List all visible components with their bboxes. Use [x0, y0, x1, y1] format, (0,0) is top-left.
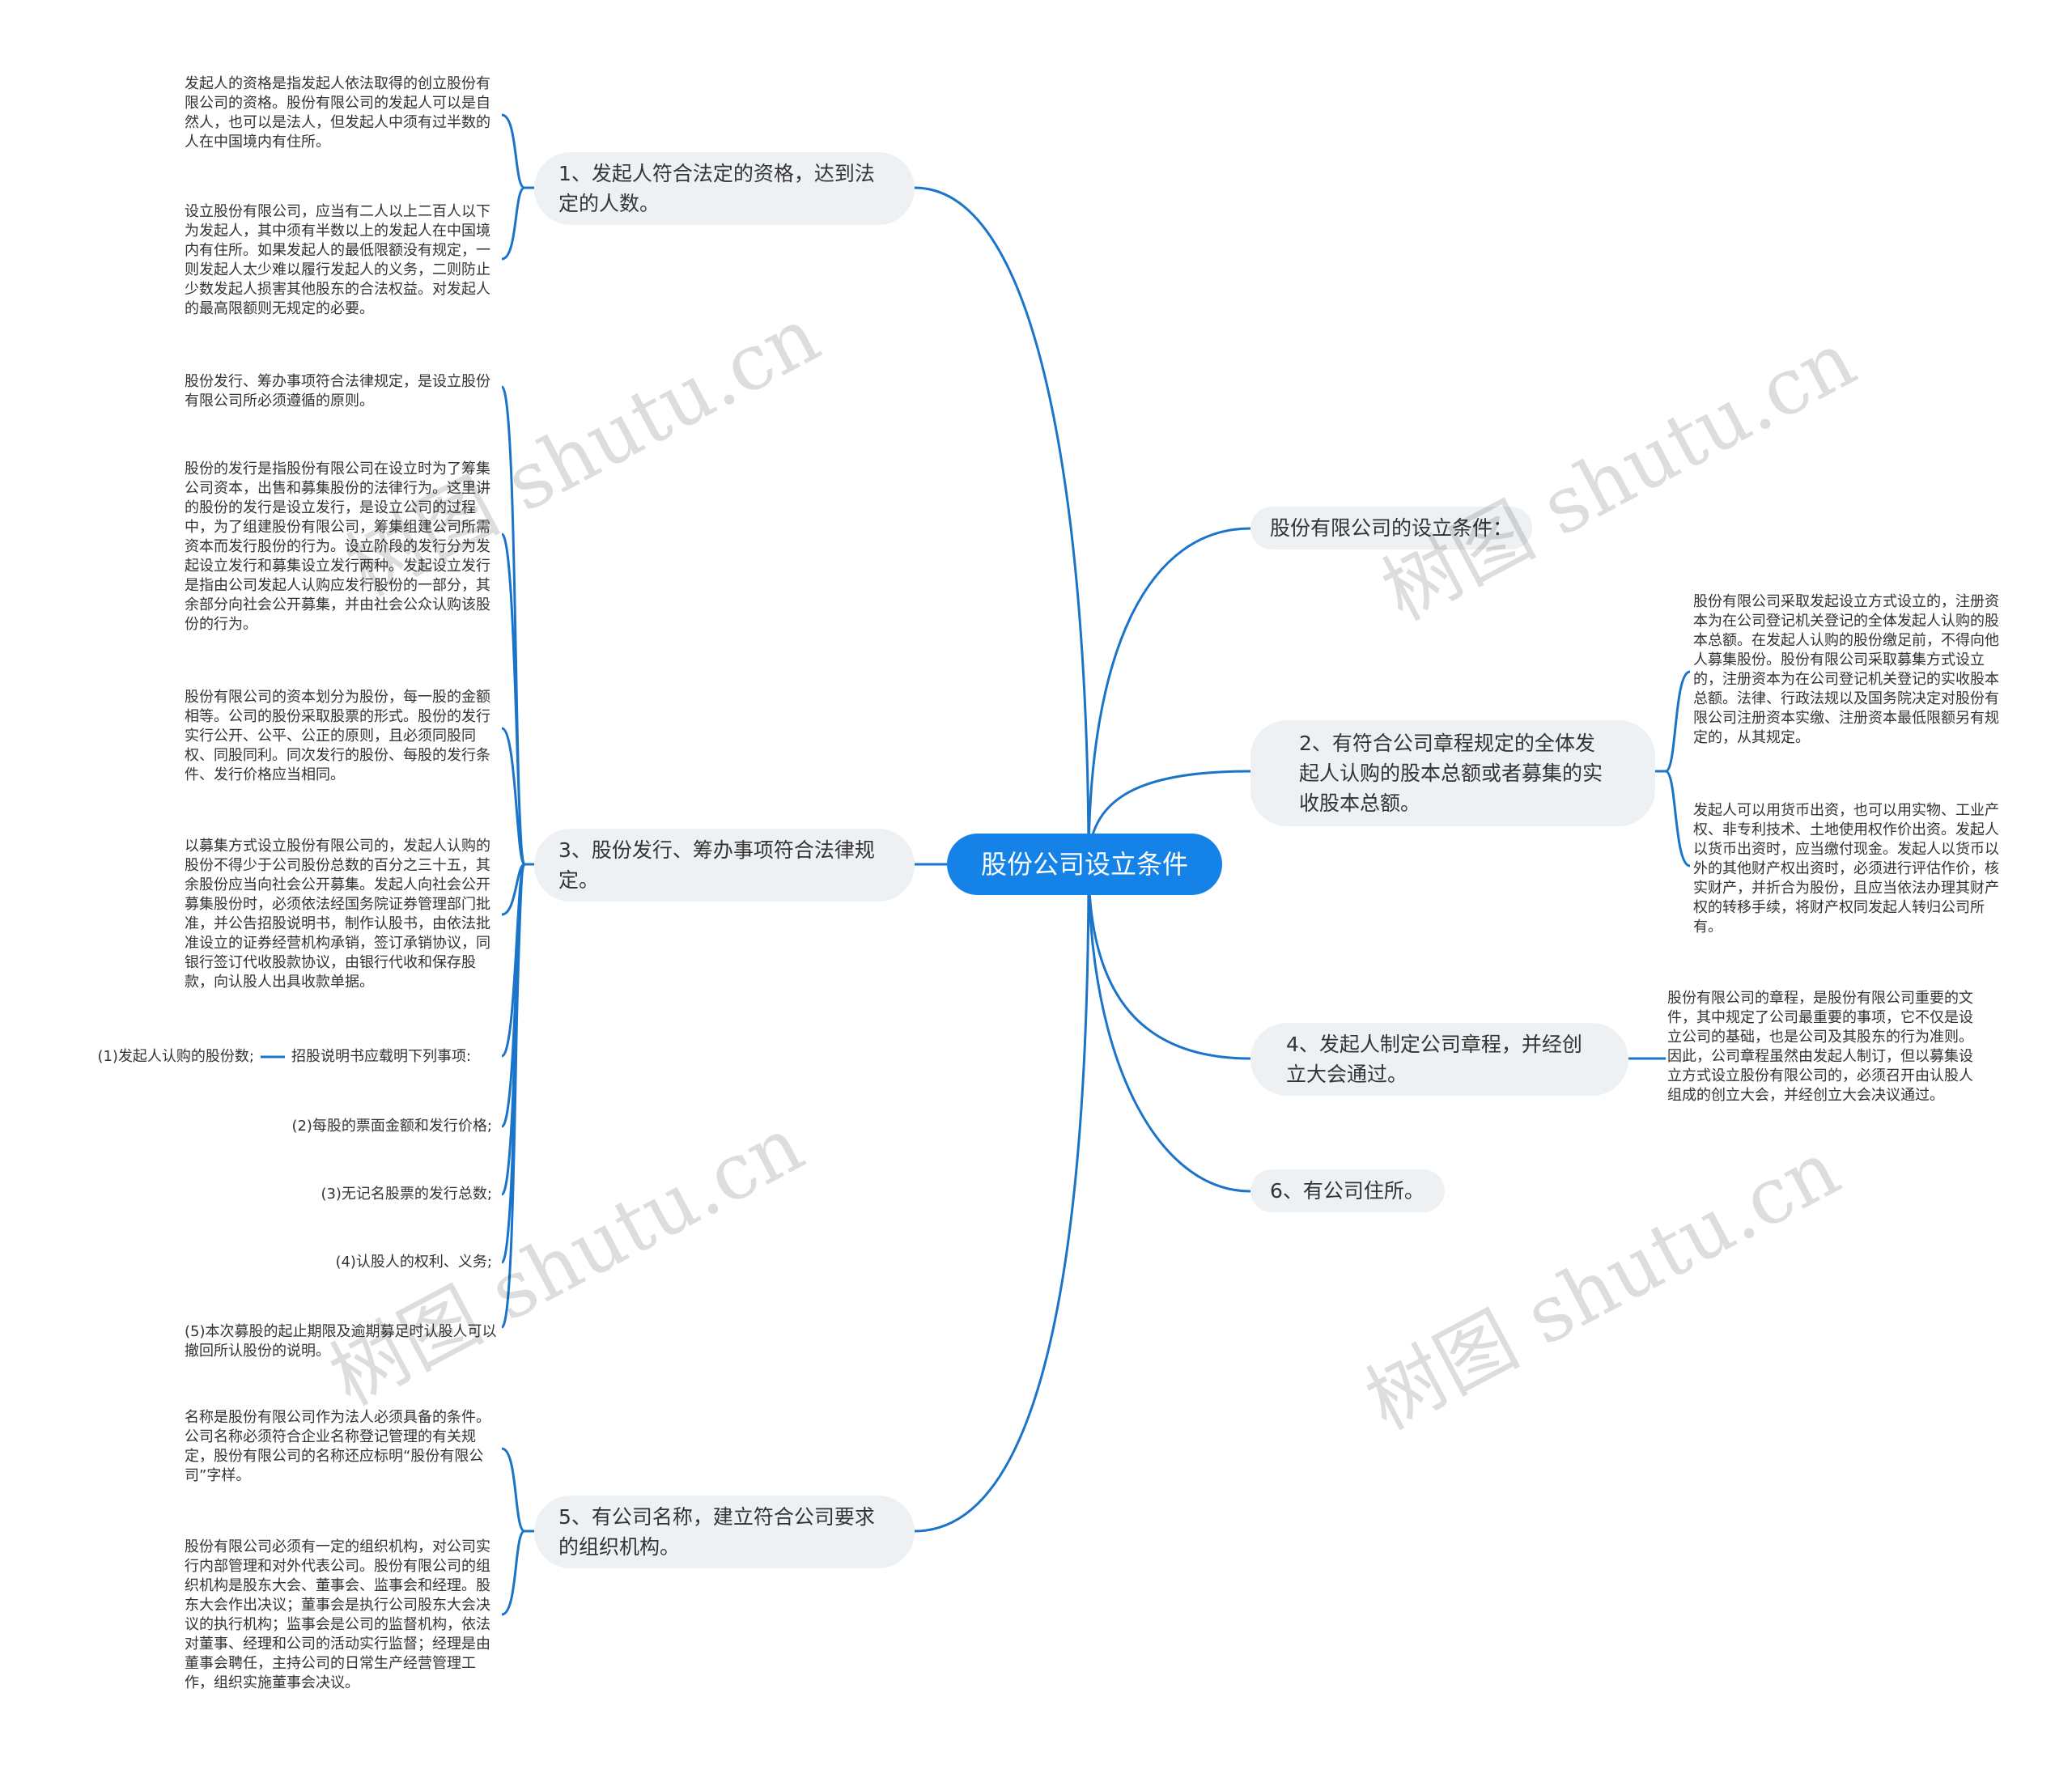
leaf-text: 以募集方式设立股份有限公司的，发起人认购的股份不得少于公司股份总数的百分之三十五… — [185, 838, 490, 991]
link-root-b6 — [1087, 863, 1251, 1193]
bracket-b3 — [500, 385, 534, 1329]
branch-node-1[interactable]: 1、发起人符合法定的资格，达到法定的人数。 — [534, 152, 915, 225]
leaf-text: 名称是股份有限公司作为法人必须具备的条件。公司名称必须符合企业名称登记管理的有关… — [185, 1409, 490, 1484]
leaf-text: 股份有限公司的资本划分为股份，每一股的金额相等。公司的股份采取股票的形式。股份的… — [185, 689, 490, 783]
leaf-text: 股份有限公司采取发起设立方式设立的，注册资本为在公司登记机关登记的全体发起人认购… — [1693, 593, 1999, 746]
leaf-text: 设立股份有限公司，应当有二人以上二百人以下为发起人，其中须有半数以上的发起人在中… — [185, 203, 490, 317]
branch-node-5[interactable]: 5、有公司名称，建立符合公司要求的组织机构。 — [534, 1496, 915, 1568]
branch-node-6[interactable]: 6、有公司住所。 — [1250, 1169, 1445, 1212]
link-root-b1 — [914, 186, 1090, 865]
bracket-b2 — [1655, 670, 1691, 868]
leaf-text: (3)无记名股票的发行总数; — [321, 1186, 492, 1203]
leaf-text: 股份发行、筹办事项符合法律规定，是设立股份有限公司所必须遵循的原则。 — [185, 373, 490, 409]
leaf-text: (4)认股人的权利、义务; — [335, 1254, 492, 1271]
leaf-text: 发起人的资格是指发起人依法取得的创立股份有限公司的资格。股份有限公司的发起人可以… — [185, 75, 490, 151]
leaf-text: 股份的发行是指股份有限公司在设立时为了筹集公司资本，出售和募集股份的法律行为。这… — [185, 460, 490, 633]
leaf-text: (5)本次募股的起止期限及逾期募足时认股人可以撤回所认股份的说明。 — [185, 1323, 497, 1360]
branch-node-3[interactable]: 3、股份发行、筹办事项符合法律规定。 — [534, 829, 915, 902]
leaf-text: 股份有限公司必须有一定的组织机构，对公司实行内部管理和对外代表公司。股份有限公司… — [185, 1538, 490, 1691]
branch-node-2[interactable]: 2、有符合公司章程规定的全体发起人认购的股本总额或者募集的实收股本总额。 — [1250, 720, 1655, 826]
bracket-b1 — [501, 113, 534, 261]
bracket-b5 — [501, 1447, 534, 1616]
leaf-text: (2)每股的票面金额和发行价格; — [291, 1118, 492, 1135]
leaf-text: 发起人可以用货币出资，也可以用实物、工业产权、非专利技术、土地使用权作价出资。发… — [1693, 802, 1999, 936]
link-root-b4 — [1087, 863, 1251, 1060]
leaf-text: 招股说明书应载明下列事项: — [291, 1048, 472, 1065]
branch-node-conditions[interactable]: 股份有限公司的设立条件： — [1250, 507, 1532, 549]
branch-node-4[interactable]: 4、发起人制定公司章程，并经创立大会通过。 — [1250, 1023, 1628, 1096]
root-node[interactable]: 股份公司设立条件 — [947, 834, 1222, 895]
link-root-b5 — [914, 863, 1090, 1533]
link-root-bA — [1087, 527, 1251, 865]
leaf-text: 股份有限公司的章程，是股份有限公司重要的文件，其中规定了公司最重要的事项，它不仅… — [1667, 990, 1973, 1104]
sub-leaf-text: (1)发起人认购的股份数; — [97, 1048, 254, 1065]
